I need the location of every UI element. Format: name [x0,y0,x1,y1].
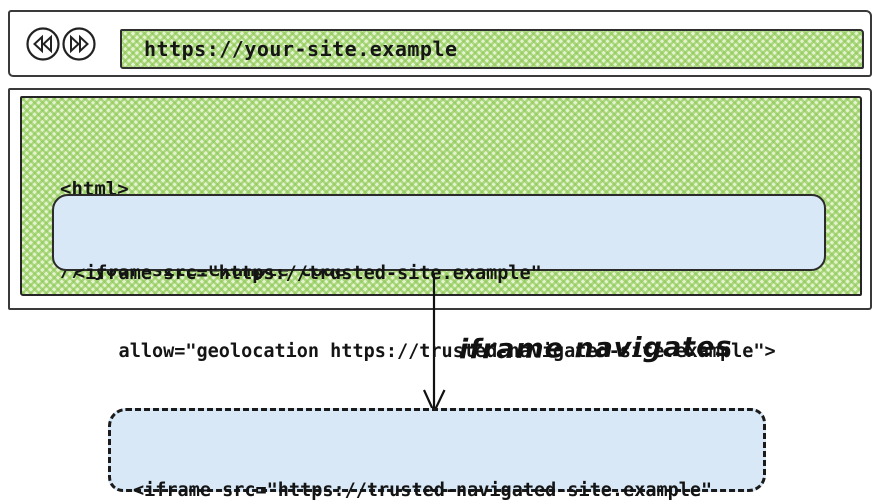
browser-viewport: <html> // your-site.example code <iframe… [8,88,872,362]
rewind-icon [25,27,61,65]
browser-toolbar: https://your-site.example [8,10,872,77]
iframe-src-line: <iframe src="https://trusted-site.exampl… [74,263,542,284]
fast-forward-icon [61,27,97,65]
iframe-code-box: <iframe src="https://trusted-site.exampl… [52,194,826,362]
back-button[interactable] [25,26,61,62]
forward-button[interactable] [61,26,97,62]
page-content: <html> // your-site.example code <iframe… [20,96,862,362]
address-url: https://your-site.example [144,37,458,61]
navigated-iframe-src-line: <iframe src="https://trusted-navigated-s… [133,480,713,501]
iframe-allow-line: allow="geolocation https://trusted-navig… [74,341,776,362]
arrow-label: iframe navigates [458,331,733,366]
navigated-iframe-code-box: <iframe src="https://trusted-navigated-s… [108,408,766,501]
address-bar[interactable]: https://your-site.example [120,29,864,69]
